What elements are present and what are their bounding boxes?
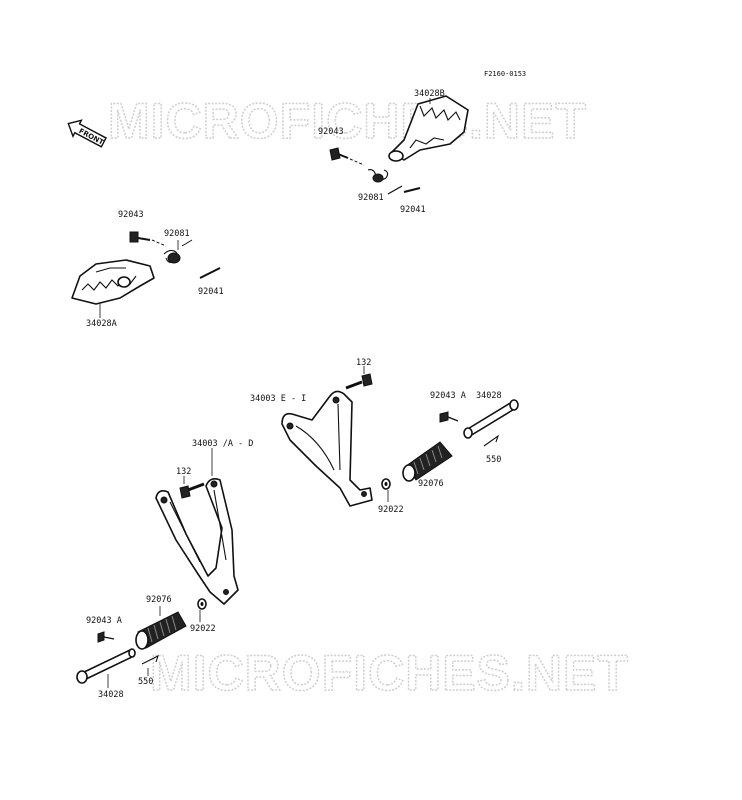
pin-icon bbox=[76, 648, 136, 684]
label-92041-top: 92041 bbox=[400, 205, 426, 215]
spring-icon bbox=[163, 239, 193, 264]
bolt-icon bbox=[345, 373, 373, 390]
label-34003-e-i: 34003 E - I bbox=[250, 394, 306, 404]
label-34028-left: 34028 bbox=[98, 690, 124, 700]
label-92081-left: 92081 bbox=[164, 229, 190, 239]
label-92043a-left: 92043 A bbox=[86, 616, 122, 626]
label-34028-right: 34028 bbox=[476, 391, 502, 401]
label-34028a: 34028A bbox=[86, 319, 117, 329]
label-132-left: 132 bbox=[176, 467, 191, 477]
cotter-pin-icon bbox=[141, 654, 159, 665]
bracket-right-icon bbox=[281, 390, 373, 507]
label-550-right: 550 bbox=[486, 455, 501, 465]
cotter-pin-icon bbox=[483, 434, 500, 447]
bolt-icon bbox=[439, 411, 459, 423]
pin-icon bbox=[199, 267, 221, 279]
label-92076-right: 92076 bbox=[418, 479, 444, 489]
spring-icon bbox=[367, 169, 389, 183]
label-92076-left: 92076 bbox=[146, 595, 172, 605]
footpeg-rh-icon bbox=[388, 95, 469, 162]
label-92081-top: 92081 bbox=[358, 193, 384, 203]
watermark-top: MICROFICHES.NET bbox=[108, 93, 587, 149]
label-92022-right: 92022 bbox=[378, 505, 404, 515]
label-92041-left: 92041 bbox=[198, 287, 224, 297]
footpeg-lh-icon bbox=[71, 259, 155, 305]
label-132-right: 132 bbox=[356, 358, 371, 368]
front-arrow-icon: FRONT bbox=[67, 119, 107, 148]
label-550-left: 550 bbox=[138, 677, 153, 687]
label-92043-left: 92043 bbox=[118, 210, 144, 220]
diagram-code: F2160-0153 bbox=[484, 70, 526, 78]
watermark-bottom: MICROFICHES.NET bbox=[150, 645, 629, 701]
bracket-left-icon bbox=[155, 478, 239, 605]
footpeg-rubber-icon bbox=[402, 441, 453, 482]
label-34003-a-d: 34003 /A - D bbox=[192, 439, 253, 449]
footpeg-rubber-icon bbox=[135, 611, 187, 650]
washer-icon bbox=[197, 598, 207, 610]
pin-icon bbox=[387, 185, 421, 195]
label-92043a-right: 92043 A bbox=[430, 391, 466, 401]
label-92043-top: 92043 bbox=[318, 127, 344, 137]
bolt-icon bbox=[179, 482, 205, 499]
washer-icon bbox=[381, 478, 391, 490]
label-92022-left: 92022 bbox=[190, 624, 216, 634]
bolt-icon bbox=[129, 231, 167, 247]
label-34028b: 34028B bbox=[414, 89, 445, 99]
bolt-icon bbox=[97, 631, 115, 643]
pin-icon bbox=[463, 399, 519, 439]
bolt-icon bbox=[329, 147, 365, 166]
